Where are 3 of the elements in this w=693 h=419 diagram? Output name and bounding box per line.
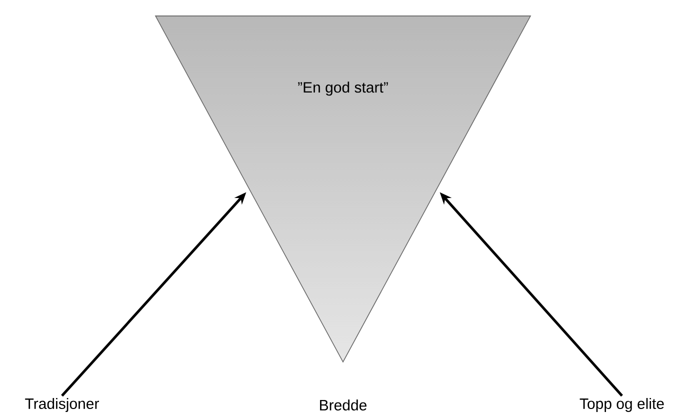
text-label: Topp og elite [580, 398, 664, 412]
text-label: Bredde [320, 399, 366, 410]
text-label: Tradisjoner [25, 398, 99, 412]
